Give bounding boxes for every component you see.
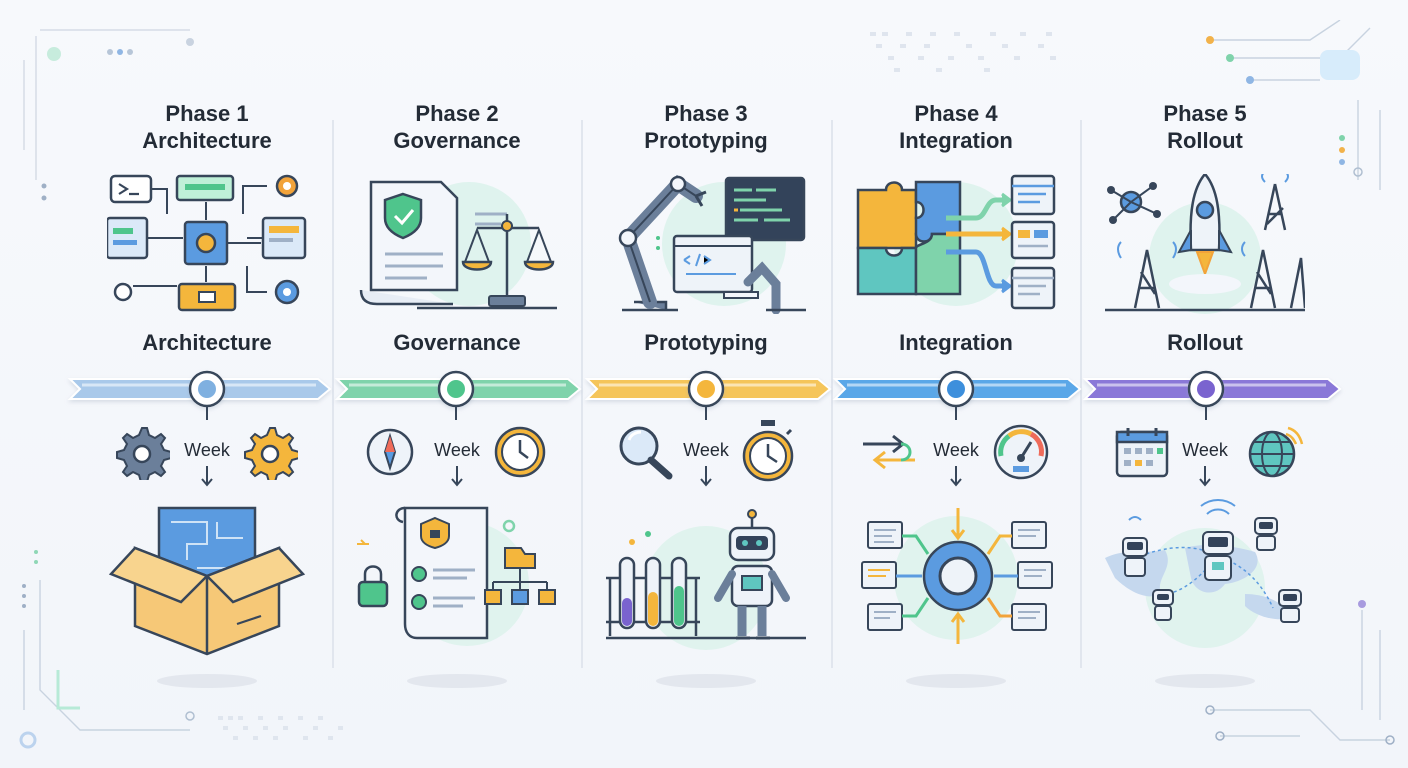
hub-integration-icon — [861, 508, 1053, 644]
week-row: Week — [82, 422, 332, 492]
phase-name: Integration — [899, 128, 1013, 153]
puzzle-integration-icon — [856, 174, 1056, 310]
gauge-icon — [993, 424, 1049, 480]
shadow — [1155, 674, 1255, 688]
week-label: Week — [933, 440, 979, 460]
phase-name: Architecture — [142, 128, 272, 153]
phase-number: Phase 5 — [1163, 101, 1247, 126]
phase-column-4: Phase 4 Integration Integration — [831, 96, 1081, 696]
gear-icon — [244, 427, 298, 480]
phase-name: Rollout — [1167, 128, 1243, 153]
timeline-track — [67, 370, 1342, 420]
phase-number: Phase 3 — [664, 101, 748, 126]
blueprint-box-icon — [108, 506, 306, 656]
robot-arm-code-icon — [618, 174, 806, 314]
stopwatch-icon — [742, 420, 794, 482]
phase-title: Phase 5 Rollout — [1080, 100, 1330, 154]
globe-icon — [1248, 426, 1304, 478]
phase-number: Phase 4 — [914, 101, 998, 126]
magnifier-icon — [619, 426, 673, 480]
phase-name: Prototyping — [644, 128, 768, 153]
timeline-node-dot — [947, 380, 965, 398]
governance-document-scale-icon — [359, 180, 557, 310]
compass-icon — [366, 428, 414, 476]
robot-icon — [1254, 517, 1278, 551]
circuit-decoration-top-left — [23, 29, 194, 201]
week-row: Week — [1080, 422, 1330, 492]
timeline-nodes — [188, 370, 1225, 420]
week-row: Week — [581, 420, 831, 492]
shadow — [656, 674, 756, 688]
circuit-decoration-bottom-right — [1205, 600, 1395, 745]
column-divider — [1080, 120, 1082, 668]
week-row: Week — [831, 422, 1081, 492]
gear-icon — [116, 427, 170, 480]
phase-name: Governance — [393, 128, 521, 153]
phase-title: Phase 1 Architecture — [82, 100, 332, 154]
timeline-node-dot — [697, 380, 715, 398]
shadow — [157, 674, 257, 688]
robot-icon — [1200, 499, 1236, 581]
down-arrow-icon — [700, 466, 712, 487]
phase-column-1: Phase 1 Architecture Architecture — [82, 96, 332, 696]
circuit-decoration-bottom-left — [19, 550, 195, 749]
phase-label: Governance — [393, 330, 521, 355]
down-arrow-icon — [950, 466, 962, 487]
phase-title: Phase 4 Integration — [831, 100, 1081, 154]
robot-icon — [1278, 589, 1302, 623]
clock-icon — [494, 426, 546, 478]
phase-label: Rollout — [1167, 330, 1243, 355]
robot-icon — [1122, 516, 1148, 577]
phase-number: Phase 1 — [165, 101, 249, 126]
timeline-node-dot — [198, 380, 216, 398]
phase-column-5: Phase 5 Rollout Rollout — [1080, 96, 1330, 696]
phase-title: Phase 3 Prototyping — [581, 100, 831, 154]
rocket-launch-icon — [1105, 174, 1305, 314]
week-label: Week — [683, 440, 729, 460]
phase-column-3: Phase 3 Prototyping Prototyping — [581, 96, 831, 696]
robot-icon — [1152, 589, 1174, 621]
dot-matrix-bottom — [218, 716, 343, 740]
down-arrow-icon — [1199, 466, 1211, 487]
timeline-node-dot — [1197, 380, 1215, 398]
week-label: Week — [184, 440, 230, 460]
swap-arrows-icon — [863, 434, 915, 470]
phase-title: Phase 2 Governance — [332, 100, 582, 154]
timeline-node-dot — [447, 380, 465, 398]
architecture-diagram-icon — [107, 174, 307, 312]
shadow — [407, 674, 507, 688]
week-label: Week — [434, 440, 480, 460]
calendar-icon — [1115, 428, 1169, 478]
week-label: Week — [1182, 440, 1228, 460]
week-row: Week — [332, 422, 582, 492]
phase-column-2: Phase 2 Governance Governance We — [332, 96, 582, 696]
phase-label: Integration — [899, 330, 1013, 355]
global-robots-map-icon — [1105, 499, 1302, 648]
policy-scroll-icon — [357, 506, 556, 646]
shadow — [906, 674, 1006, 688]
phase-label: Architecture — [142, 330, 272, 355]
dot-matrix-top — [870, 32, 1056, 72]
phase-number: Phase 2 — [415, 101, 499, 126]
down-arrow-icon — [451, 466, 463, 487]
phase-label: Prototyping — [644, 330, 768, 355]
circuit-decoration-top-right — [1206, 20, 1381, 190]
down-arrow-icon — [201, 466, 213, 487]
lab-robot-icon — [606, 509, 806, 650]
column-divider — [332, 120, 334, 668]
column-divider — [831, 120, 833, 668]
column-divider — [581, 120, 583, 668]
